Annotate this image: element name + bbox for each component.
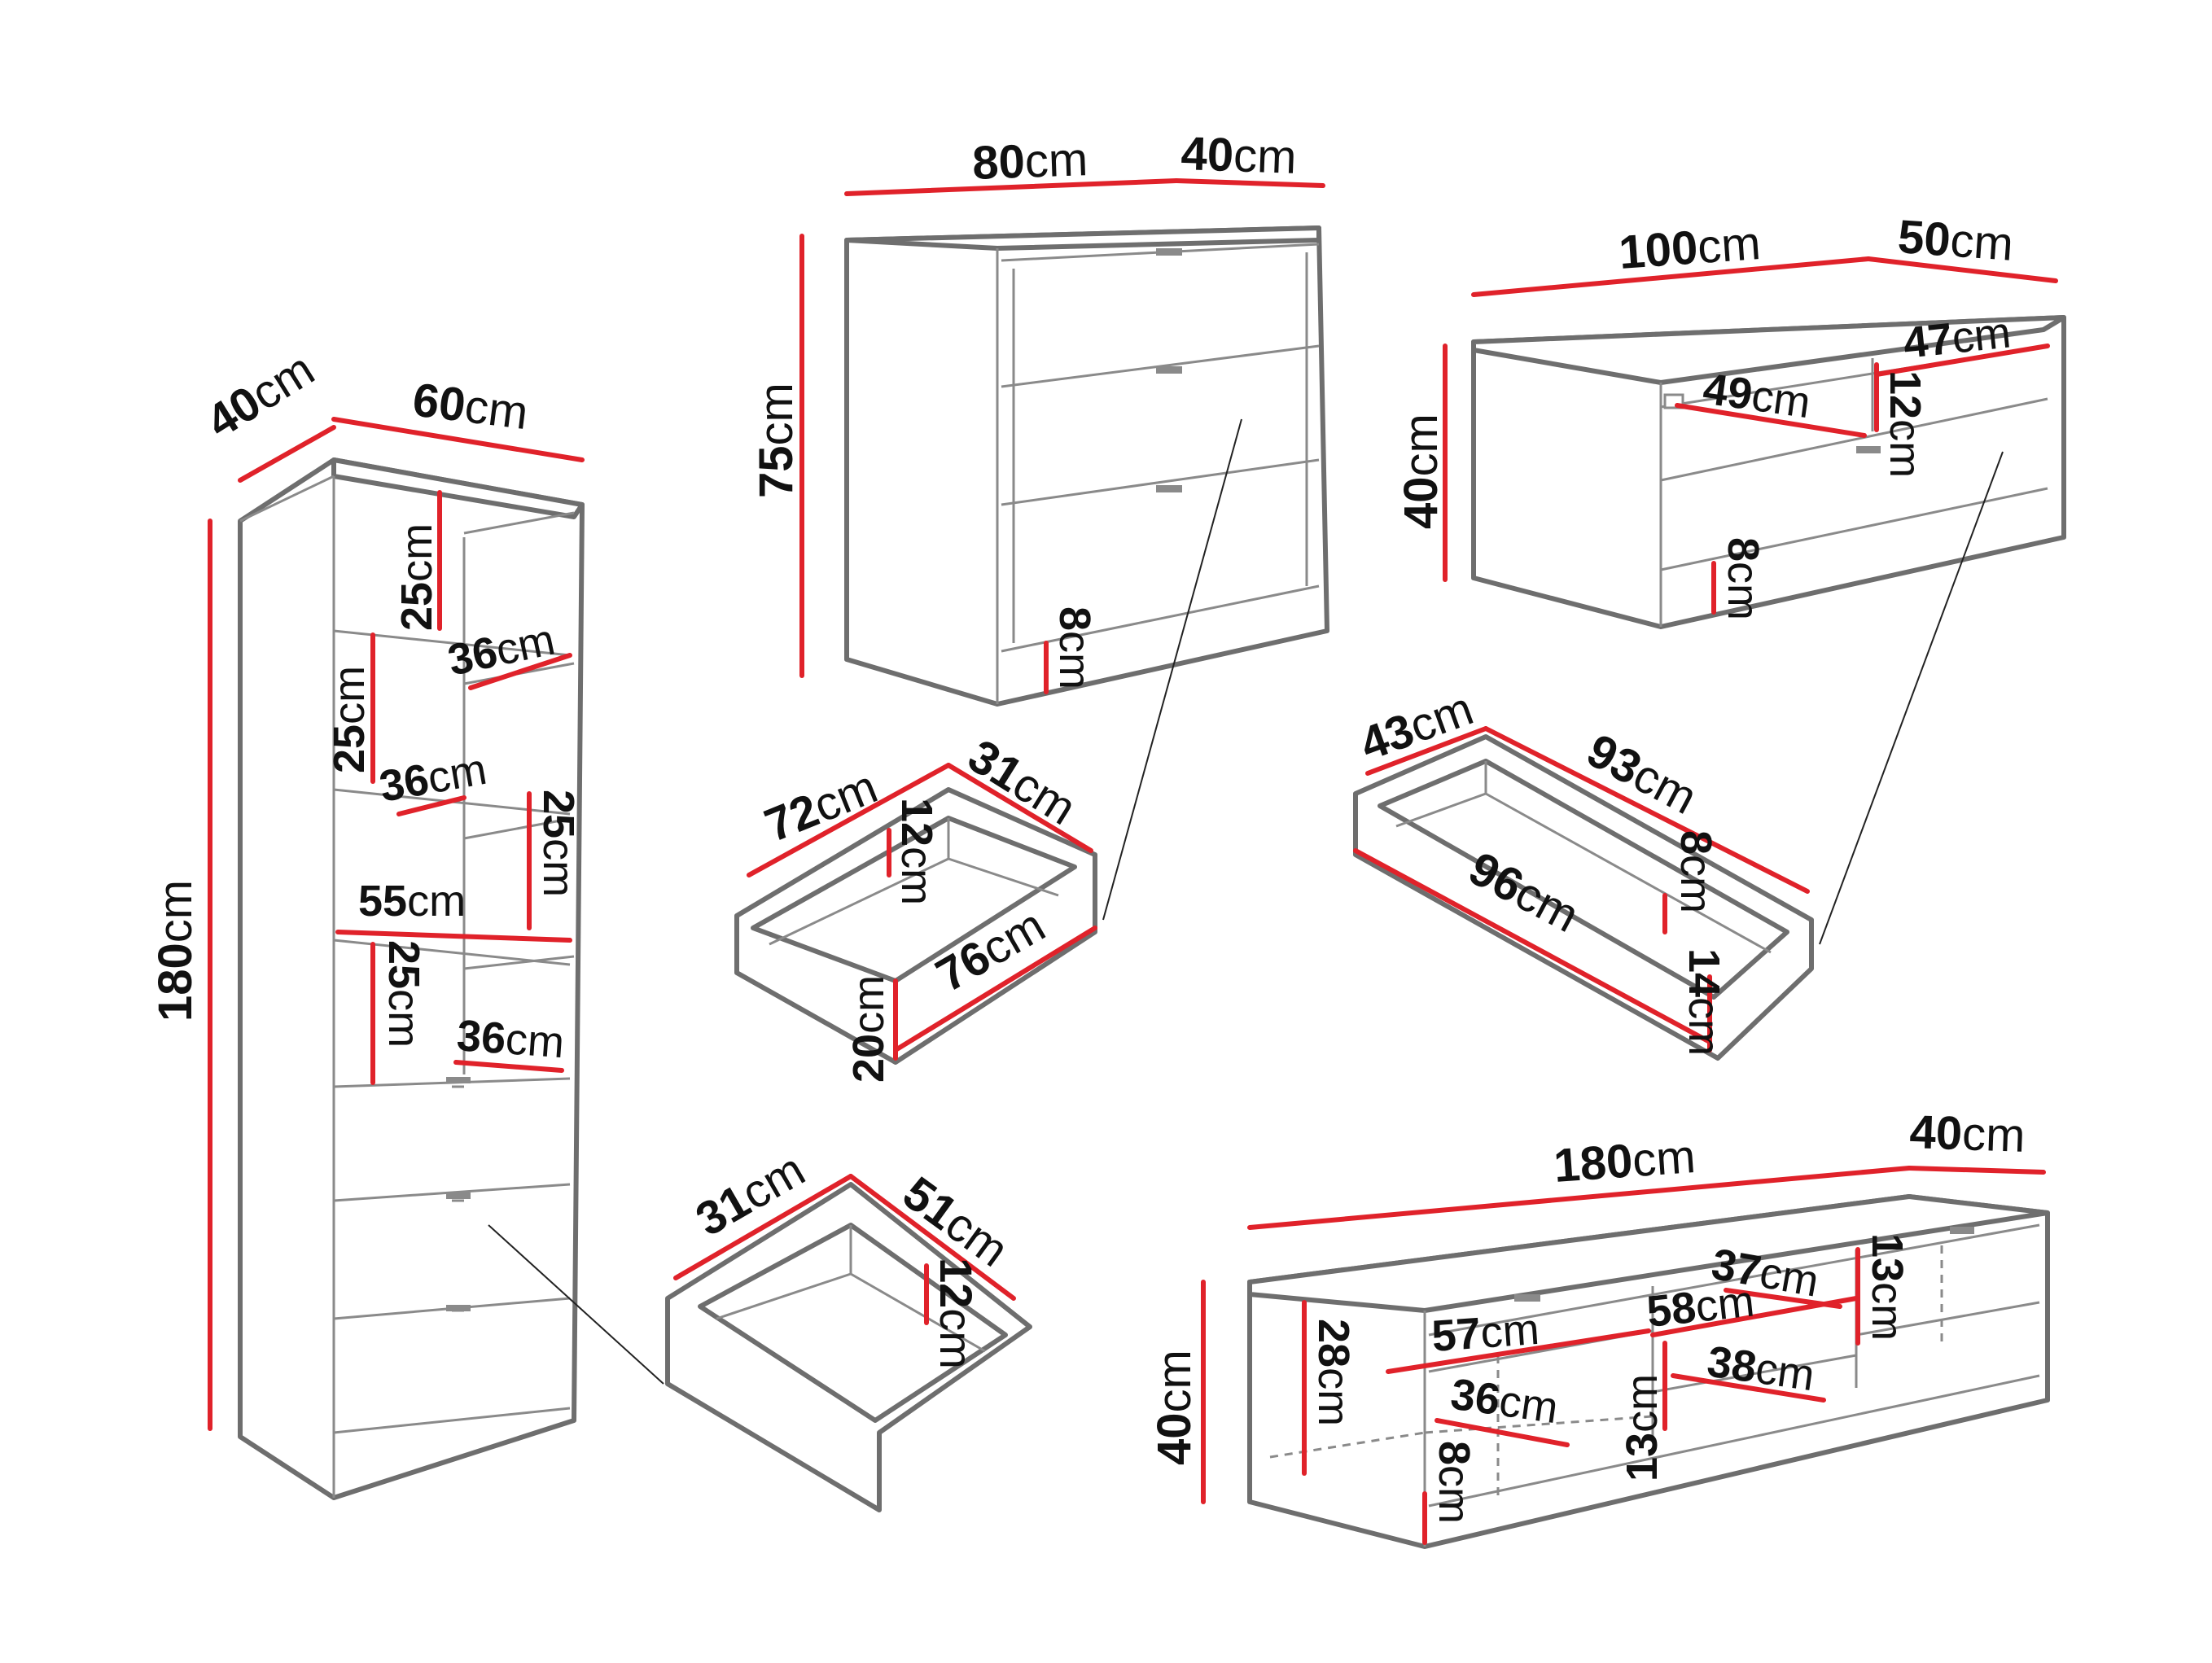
tall-cabinet bbox=[238, 457, 664, 1500]
chest bbox=[844, 225, 1329, 921]
dim-line-opening-width bbox=[1675, 403, 1867, 438]
label-right-height: 13cm bbox=[1863, 1233, 1912, 1341]
label-stand-height: 40cm bbox=[1148, 1350, 1201, 1465]
label-left-shelf-depth: 36cm bbox=[1448, 1369, 1561, 1433]
dim-line-drawer-front-width bbox=[893, 926, 1097, 1053]
label-shelf-depth-2: 36cm bbox=[376, 745, 490, 812]
low-table bbox=[1471, 315, 2066, 945]
dim-line-lower-shelf-depth bbox=[1671, 1373, 1826, 1403]
label-chest-height: 75cm bbox=[750, 383, 803, 498]
dim-line-drawer-depth bbox=[848, 1174, 1016, 1301]
label-lower-shelf-depth: 38cm bbox=[1704, 1337, 1817, 1400]
label-tall-width: 60cm bbox=[410, 373, 531, 440]
dim-line-shelf-width bbox=[1874, 344, 2050, 377]
low-table-dimensions bbox=[1443, 256, 2058, 615]
label-table-height: 40cm bbox=[1395, 414, 1448, 529]
dim-line-left-shelf-width bbox=[1386, 1328, 1651, 1374]
drawer-handle bbox=[1856, 446, 1881, 453]
leader-line bbox=[1102, 418, 1242, 921]
label-tall-depth: 40cm bbox=[197, 343, 323, 449]
chest-drawer-dimensions bbox=[747, 763, 1097, 1061]
label-opening-height: 12cm bbox=[1881, 370, 1929, 478]
drawer-handle-1 bbox=[1156, 248, 1182, 256]
dim-line-shelf-depth-1 bbox=[468, 653, 572, 690]
label-low-drawer-front-height: 14cm bbox=[1680, 948, 1728, 1056]
label-table-depth: 50cm bbox=[1896, 210, 2015, 271]
label-table-plinth: 8cm bbox=[1719, 537, 1767, 620]
tv-stand-handle-2 bbox=[1950, 1227, 1974, 1234]
tv-stand-handle-1 bbox=[1514, 1294, 1540, 1302]
label-shelf-height-4: 25cm bbox=[379, 940, 428, 1048]
dim-line-inner-width bbox=[335, 930, 572, 943]
drawer-handle-2 bbox=[1156, 366, 1182, 374]
tall-cabinet-dimensions bbox=[208, 417, 585, 1431]
dim-line-table-width bbox=[1471, 256, 1871, 297]
label-shelf-depth-1: 36cm bbox=[444, 615, 559, 685]
drawer-handle-2 bbox=[446, 1193, 471, 1199]
label-opening-width: 49cm bbox=[1700, 364, 1813, 427]
dim-line-table-depth bbox=[1866, 256, 2058, 283]
label-shelf-height-1: 25cm bbox=[392, 523, 441, 631]
label-tall-height: 180cm bbox=[149, 880, 202, 1022]
leader-line bbox=[488, 1224, 664, 1385]
label-low-drawer-inner-height: 8cm bbox=[1671, 830, 1720, 913]
low-table-drawer bbox=[1353, 734, 1814, 1061]
label-shelf-depth-3: 36cm bbox=[455, 1011, 566, 1067]
low-drawer-dimensions bbox=[1353, 726, 1810, 1053]
tall-cabinet-drawer bbox=[665, 1182, 1032, 1512]
label-chest-drawer-inner-height: 12cm bbox=[892, 798, 941, 905]
dim-line-drawer-depth bbox=[946, 763, 1093, 853]
dim-line-chest-width bbox=[844, 178, 1179, 196]
label-top-shelf-depth: 37cm bbox=[1708, 1240, 1822, 1306]
chest-labels: 80cm 40cm 75cm 8cm bbox=[750, 127, 1298, 689]
label-chest-depth: 40cm bbox=[1180, 127, 1298, 184]
low-table-labels: 100cm 50cm 40cm 47cm 49cm 12cm 8cm bbox=[1395, 210, 2015, 620]
dim-line-drawer-front-width bbox=[1353, 848, 1712, 1044]
label-shelf-height-3: 25cm bbox=[534, 790, 583, 897]
dim-line-shelf-depth-2 bbox=[396, 795, 466, 816]
label-middle-width: 58cm bbox=[1645, 1276, 1757, 1336]
drawer-handle-3 bbox=[446, 1305, 471, 1311]
dim-line-chest-depth bbox=[1174, 178, 1325, 188]
drawer-handle-3 bbox=[1156, 485, 1182, 492]
dim-line-shelf-depth-3 bbox=[453, 1060, 564, 1073]
label-stand-depth: 40cm bbox=[1909, 1105, 2026, 1162]
drawer-handle-1 bbox=[446, 1077, 471, 1083]
label-stand-plinth: 8cm bbox=[1430, 1441, 1478, 1524]
dim-line-stand-width bbox=[1247, 1166, 1912, 1230]
dim-line-left-shelf-depth bbox=[1435, 1418, 1570, 1447]
dim-line-stand-depth bbox=[1907, 1166, 2046, 1175]
label-left-height: 28cm bbox=[1309, 1319, 1358, 1426]
label-shelf-height-2: 25cm bbox=[325, 666, 374, 773]
chest-dimensions bbox=[799, 178, 1325, 694]
label-left-shelf-width: 57cm bbox=[1430, 1305, 1541, 1361]
dim-line-width bbox=[331, 417, 585, 462]
dim-line-drawer-width bbox=[747, 763, 951, 877]
tv-stand-dimensions bbox=[1201, 1166, 2046, 1545]
label-chest-drawer-front-height: 20cm bbox=[844, 975, 893, 1083]
chest-drawer bbox=[734, 787, 1097, 1065]
label-shelf-width: 47cm bbox=[1901, 308, 2013, 367]
label-chest-width: 80cm bbox=[971, 133, 1088, 190]
tall-drawer-dimensions bbox=[673, 1174, 1016, 1325]
dim-line-drawer-width bbox=[673, 1174, 853, 1280]
label-inner-width: 55cm bbox=[358, 877, 466, 926]
label-tall-drawer-height: 12cm bbox=[931, 1258, 982, 1369]
leader-line bbox=[1819, 451, 2004, 945]
dim-line-middle-width bbox=[1650, 1296, 1859, 1337]
label-stand-width: 180cm bbox=[1552, 1130, 1697, 1193]
label-chest-plinth: 8cm bbox=[1050, 606, 1099, 689]
tv-stand-labels: 180cm 40cm 40cm 57cm 28cm 36cm 8cm 37cm … bbox=[1148, 1105, 2026, 1524]
dim-line-depth bbox=[238, 425, 336, 483]
tv-stand bbox=[1247, 1194, 2050, 1549]
dim-line-drawer-depth bbox=[1365, 726, 1488, 776]
label-middle-height: 13cm bbox=[1618, 1374, 1667, 1481]
dim-line-drawer-width bbox=[1483, 726, 1810, 894]
label-table-width: 100cm bbox=[1617, 217, 1762, 279]
